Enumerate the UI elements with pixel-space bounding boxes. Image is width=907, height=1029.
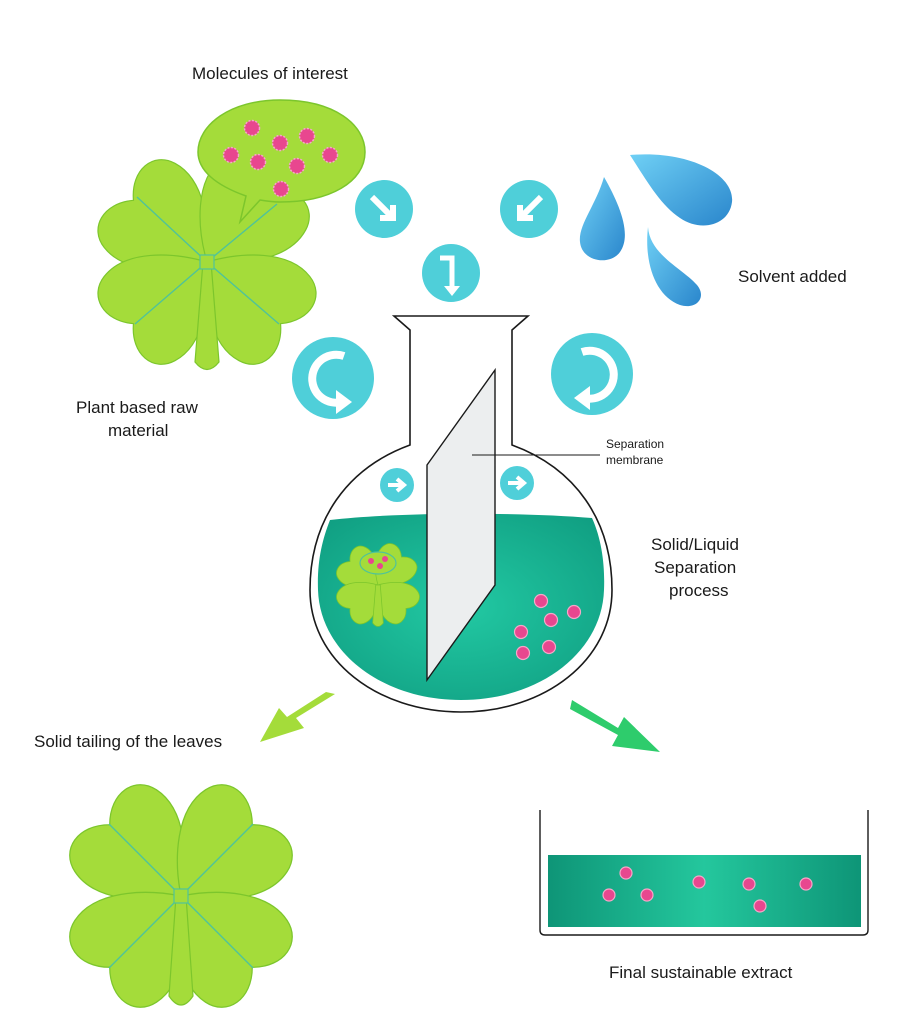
molecule — [602, 888, 616, 902]
molecule — [692, 875, 706, 889]
arrow-curved-down-icon — [422, 244, 480, 302]
molecules-of-interest — [222, 119, 339, 198]
arrow-to-extract-icon — [570, 700, 660, 752]
arrow-right-icon — [380, 468, 414, 502]
small-plant-icon — [332, 539, 424, 629]
molecule — [243, 119, 261, 137]
molecule — [249, 153, 267, 171]
arrow-right-icon — [500, 466, 534, 500]
arrow-down-right-icon — [355, 180, 413, 238]
extract-molecules — [602, 866, 813, 913]
molecule — [271, 134, 289, 152]
molecule — [541, 639, 557, 655]
extract-label: Final sustainable extract — [609, 963, 793, 982]
molecule — [533, 593, 549, 609]
molecule — [566, 604, 582, 620]
rotate-arrow-icon — [292, 337, 374, 419]
molecule — [799, 877, 813, 891]
extract-liquid — [548, 855, 861, 927]
membrane-label-line1: Separation — [606, 437, 665, 451]
molecules-label: Molecules of interest — [192, 64, 348, 83]
tailing-label: Solid tailing of the leaves — [34, 732, 223, 751]
extracted-molecules — [513, 593, 582, 661]
molecule — [742, 877, 756, 891]
plant-label-line2: material — [108, 421, 169, 440]
rotate-arrow-icon — [551, 333, 633, 415]
plant-label-line1: Plant based raw — [76, 398, 198, 417]
process-label-line2: Separation — [654, 558, 737, 577]
molecule — [619, 866, 633, 880]
arrow-down-left-icon — [500, 180, 558, 238]
molecule — [515, 645, 531, 661]
process-label-line3: process — [669, 581, 729, 600]
molecule — [753, 899, 767, 913]
solvent-drops-icon — [579, 154, 733, 307]
molecule — [513, 624, 529, 640]
raw-plant-icon — [86, 141, 328, 376]
molecule — [222, 146, 240, 164]
arrow-to-tailing-icon — [260, 692, 343, 744]
molecule — [321, 146, 339, 164]
extract-tray — [539, 810, 869, 936]
molecule — [272, 180, 290, 198]
small-bubble — [359, 551, 397, 575]
molecule — [298, 127, 316, 145]
molecule — [543, 612, 559, 628]
membrane-label-line2: membrane — [606, 453, 664, 467]
leaf-tailing-icon — [57, 772, 305, 1020]
molecule-bubble — [197, 99, 366, 225]
process-label-line1: Solid/Liquid — [651, 535, 739, 554]
molecule — [288, 157, 306, 175]
solvent-label: Solvent added — [738, 267, 847, 286]
molecule — [640, 888, 654, 902]
separation-membrane — [426, 367, 600, 683]
